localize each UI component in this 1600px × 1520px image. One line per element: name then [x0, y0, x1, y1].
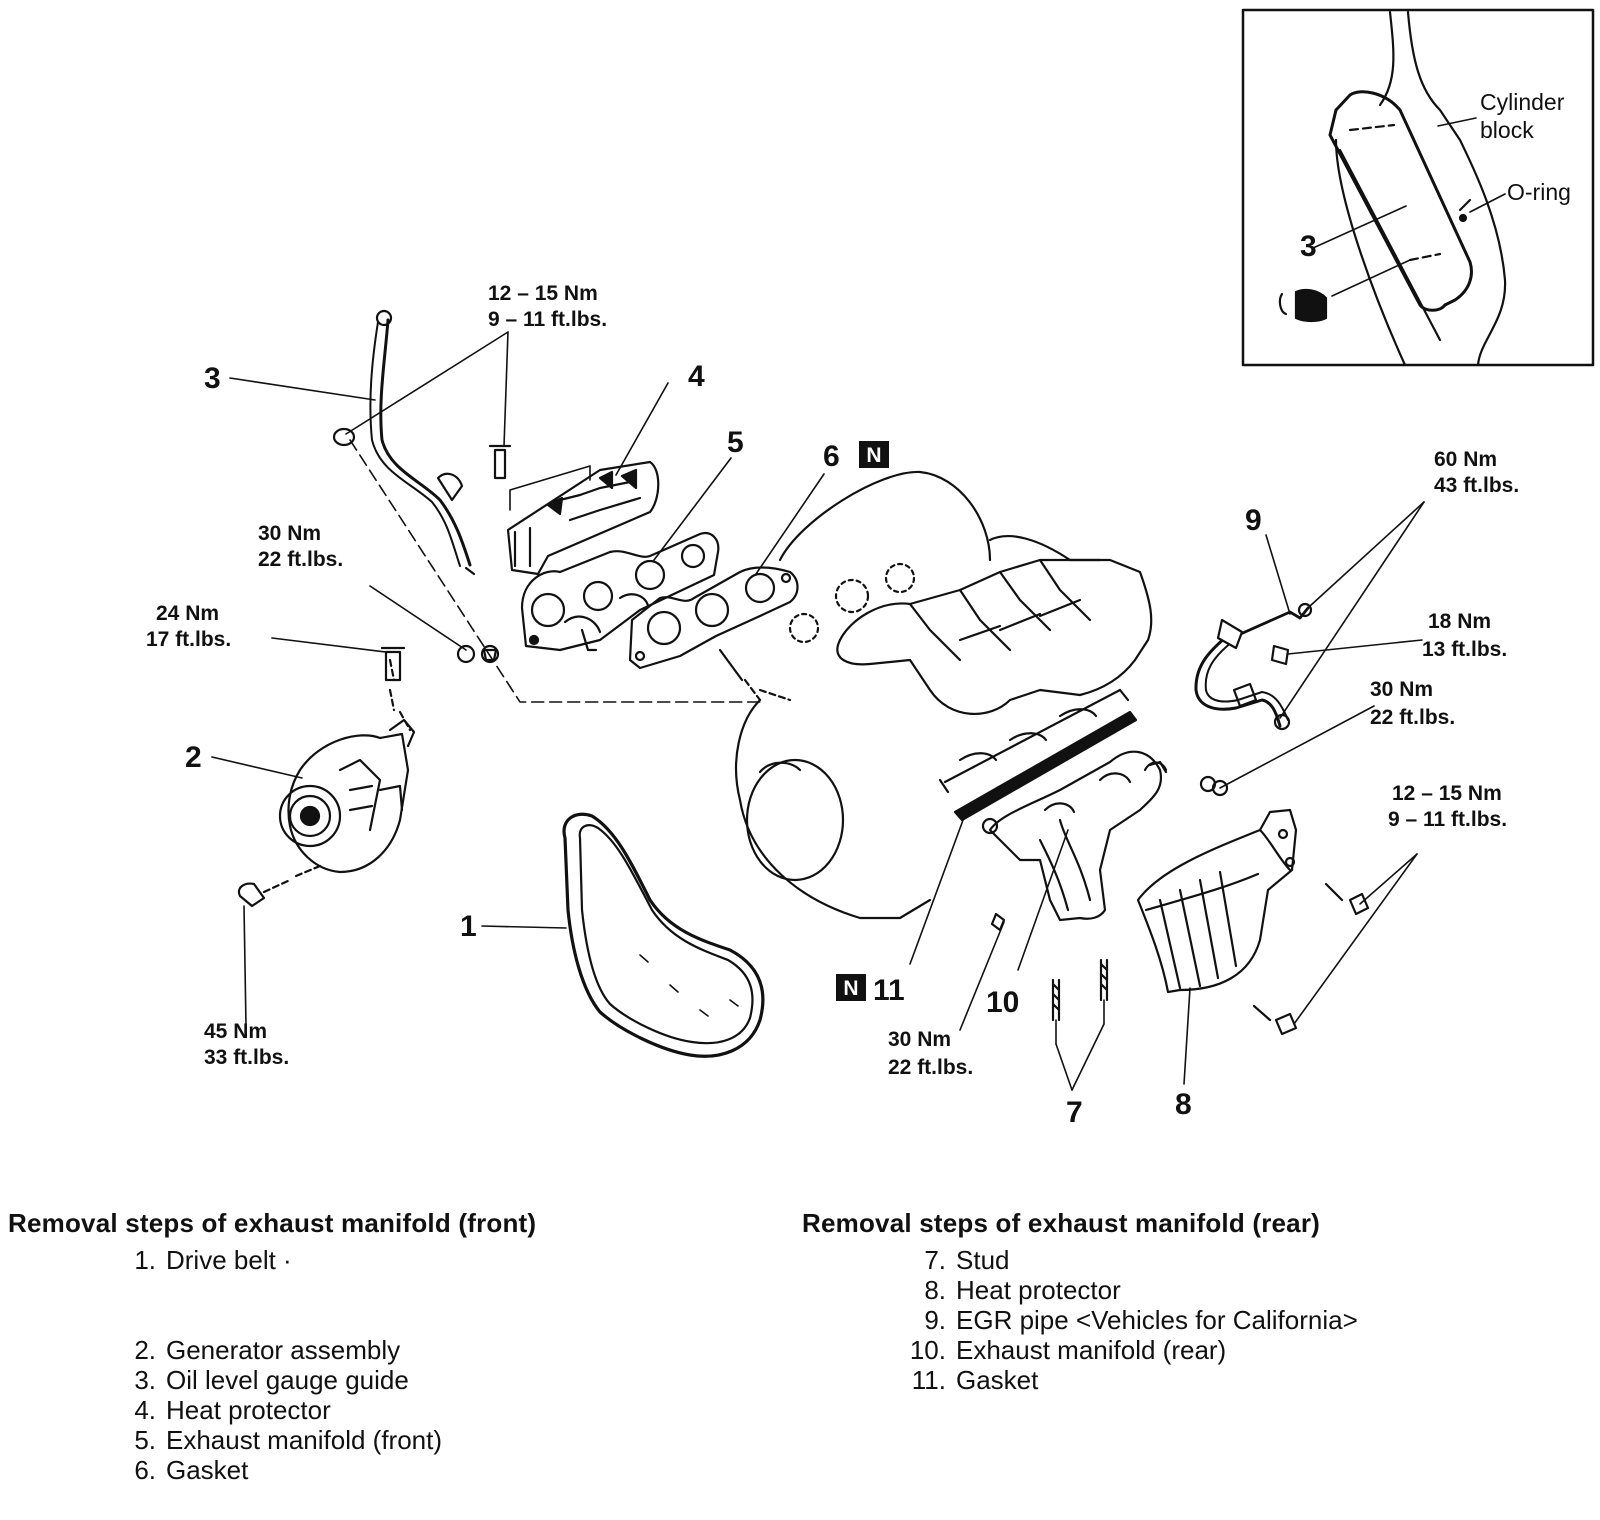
callout-11: 11	[873, 974, 905, 1007]
torque-18-nm: 18 Nm	[1428, 610, 1491, 633]
fasteners	[456, 644, 1370, 1036]
callout-7: 7	[1066, 1096, 1083, 1129]
front-heat-protector-part	[488, 444, 660, 576]
front-removal-steps: Removal steps of exhaust manifold (front…	[8, 1208, 536, 1485]
inset-detail	[1241, 8, 1595, 367]
leader-lines	[211, 331, 1425, 1091]
callout-6: 6	[823, 440, 840, 473]
inset-part-3-label: 3	[1300, 230, 1317, 263]
list-gap	[8, 1275, 536, 1335]
torque-60-nm: 60 Nm	[1434, 448, 1497, 471]
torque-24-ft: 17 ft.lbs.	[146, 628, 231, 651]
badge-11-n	[836, 974, 866, 1001]
list-item: 7.Stud	[924, 1245, 1010, 1275]
torque-right12-ft: 9 – 11 ft.lbs.	[1388, 808, 1507, 831]
torque-24-nm: 24 Nm	[156, 602, 219, 625]
oil-level-gauge-guide-part	[332, 309, 761, 703]
front-gasket-part	[628, 566, 799, 670]
rear-heat-protector-part	[1136, 808, 1298, 994]
torque-bottom30-nm: 30 Nm	[888, 1028, 951, 1051]
front-steps-title: Removal steps of exhaust manifold (front…	[8, 1208, 537, 1238]
rear-removal-steps: Removal steps of exhaust manifold (rear)…	[802, 1208, 1358, 1395]
inset-o-ring-label: O-ring	[1507, 179, 1571, 205]
torque-top-ft: 9 – 11 ft.lbs.	[488, 308, 607, 331]
badge-6-n-text: N	[866, 444, 881, 467]
list-item: 1.Drive belt ·	[134, 1245, 292, 1275]
list-item: 9.EGR pipe <Vehicles for California>	[924, 1305, 1358, 1335]
torque-right30-nm: 30 Nm	[1370, 678, 1433, 701]
rear-exhaust-manifold-part	[981, 750, 1168, 922]
torque-60-ft: 43 ft.lbs.	[1434, 474, 1519, 497]
badge-6-n	[859, 441, 889, 468]
badge-11-n-text: N	[843, 977, 858, 1000]
callout-1: 1	[460, 910, 477, 943]
callout-3: 3	[204, 362, 221, 395]
callout-4: 4	[688, 360, 705, 393]
torque-18-ft: 13 ft.lbs.	[1422, 638, 1507, 661]
inset-cylinder-label: Cylinder	[1480, 89, 1565, 115]
torque-bottom30-ft: 22 ft.lbs.	[888, 1056, 973, 1079]
torque-top-nm: 12 – 15 Nm	[488, 282, 598, 305]
callout-5: 5	[727, 426, 744, 459]
torque-left30-nm: 30 Nm	[258, 522, 321, 545]
list-item: 11.Gasket	[911, 1365, 1039, 1395]
list-item: 3.Oil level gauge guide	[134, 1365, 409, 1395]
inset-block-label: block	[1480, 117, 1534, 143]
callout-10: 10	[986, 986, 1019, 1019]
callout-9: 9	[1245, 504, 1262, 537]
studs-part	[1051, 958, 1109, 1022]
engine-block-outline	[718, 470, 1153, 920]
rear-steps-list: 7.Stud 8.Heat protector 9.EGR pipe <Vehi…	[802, 1245, 1358, 1395]
rear-gasket-part	[938, 688, 1138, 822]
generator-assembly-part	[237, 646, 416, 908]
list-item: 8.Heat protector	[924, 1275, 1121, 1305]
torque-45-nm: 45 Nm	[204, 1020, 267, 1043]
torque-left30-ft: 22 ft.lbs.	[258, 548, 343, 571]
callout-8: 8	[1175, 1088, 1192, 1121]
torque-45-ft: 33 ft.lbs.	[204, 1046, 289, 1069]
torque-right30-ft: 22 ft.lbs.	[1370, 706, 1455, 729]
callout-2: 2	[185, 741, 202, 774]
front-steps-list: 1.Drive belt · 2.Generator assembly 3.Oi…	[8, 1245, 536, 1485]
torque-right12-nm: 12 – 15 Nm	[1392, 782, 1502, 805]
list-item: 2.Generator assembly	[134, 1335, 401, 1365]
drive-belt-part	[562, 812, 765, 1058]
list-item: 4.Heat protector	[134, 1395, 331, 1425]
rear-steps-title: Removal steps of exhaust manifold (rear)	[802, 1208, 1321, 1238]
list-item: 6.Gasket	[134, 1455, 249, 1485]
exploded-view-diagram: N N Cylinder block O-ring 3 3 2 1 4 5 6 …	[146, 8, 1595, 1129]
egr-pipe-part	[1194, 602, 1313, 731]
list-item: 5.Exhaust manifold (front)	[134, 1425, 443, 1455]
list-item: 10.Exhaust manifold (rear)	[909, 1335, 1227, 1365]
front-exhaust-manifold-part	[520, 532, 720, 652]
